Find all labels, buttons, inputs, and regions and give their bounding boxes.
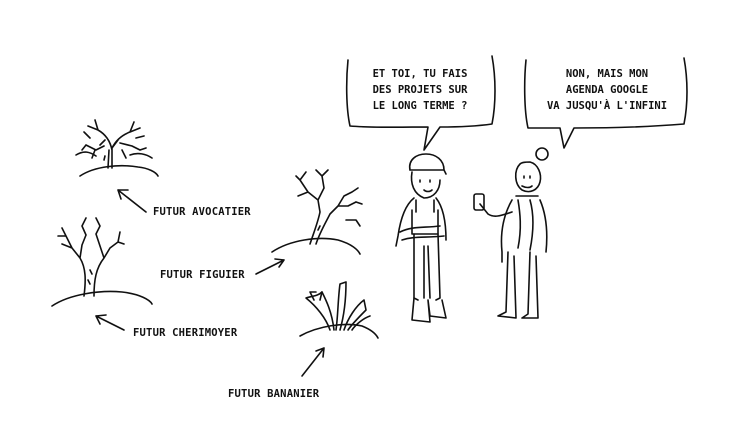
label-bananier: FUTUR BANANIER <box>228 388 320 400</box>
label-cherimoyer: FUTUR CHERIMOYER <box>133 327 238 339</box>
banana-plant-sketch <box>299 281 379 339</box>
right-bubble-line-2: AGENDA GOOGLE <box>565 84 649 96</box>
label-figuier: FUTUR FIGUIER <box>160 269 245 281</box>
fig-tree-sketch <box>271 169 363 255</box>
pointer-arrows <box>95 189 325 377</box>
left-bubble-line-3: LE LONG TERME ? <box>372 100 468 112</box>
speech-bubble-left <box>345 55 496 151</box>
right-bubble-line-1: NON, MAIS MON <box>565 68 649 80</box>
right-bubble-line-3: VA JUSQU'À L'INFINI <box>546 100 668 112</box>
gardener-character <box>395 153 447 323</box>
right-bubble-text: NON, MAIS MON AGENDA GOOGLE VA JUSQU'À L… <box>533 66 681 114</box>
phone-character <box>473 147 549 319</box>
avocado-tree-sketch <box>75 119 159 177</box>
speech-bubble-right <box>523 57 688 149</box>
cherimoya-tree-sketch <box>51 217 153 307</box>
left-bubble-line-2: DES PROJETS SUR <box>372 84 468 96</box>
left-bubble-line-1: ET TOI, TU FAIS <box>372 68 468 80</box>
label-avocatier: FUTUR AVOCATIER <box>153 206 251 218</box>
left-bubble-text: ET TOI, TU FAIS DES PROJETS SUR LE LONG … <box>354 66 486 114</box>
